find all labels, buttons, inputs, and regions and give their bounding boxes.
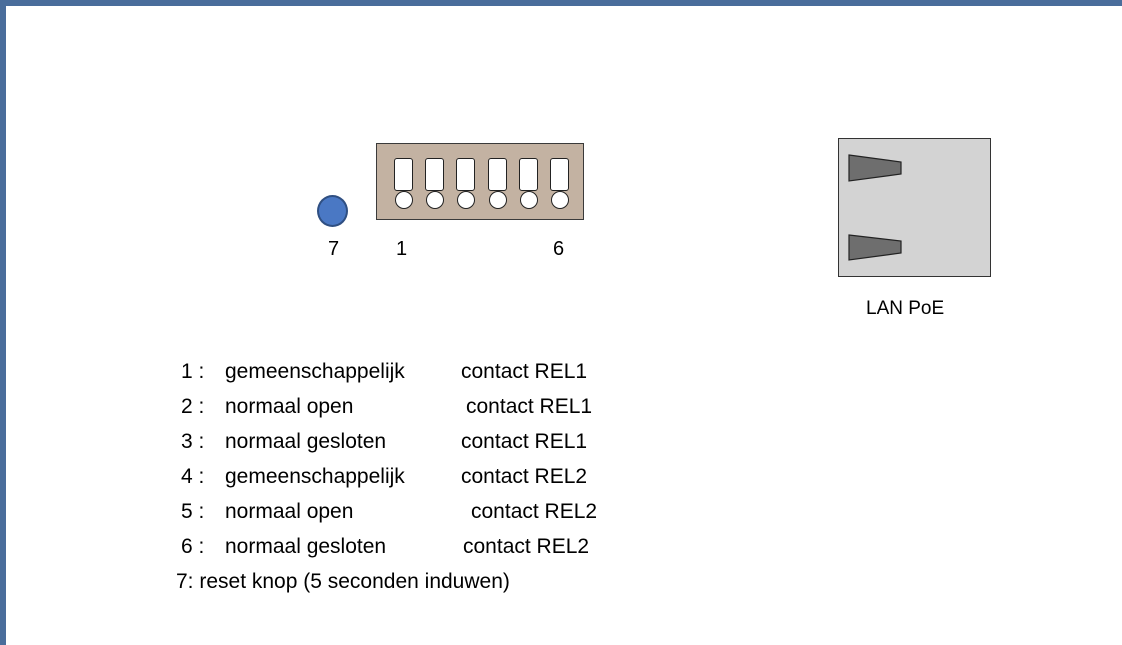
- legend-description: normaal open: [225, 500, 354, 523]
- legend-number: 1 :: [181, 360, 205, 383]
- legend-contact: contact REL1: [461, 430, 588, 453]
- lan-poe-label: LAN PoE: [866, 298, 945, 319]
- lan-latch-top: [848, 154, 902, 182]
- pin-screw: [457, 191, 475, 209]
- pin-screw: [551, 191, 569, 209]
- pin-screw: [489, 191, 507, 209]
- legend-contact: contact REL2: [463, 535, 590, 558]
- legend-number: 6 :: [181, 535, 205, 558]
- pin-screw: [426, 191, 444, 209]
- pin-slot: [550, 158, 569, 191]
- reset-pin-label: 7: [328, 238, 340, 260]
- pin-slot: [394, 158, 413, 191]
- legend-description: normaal gesloten: [225, 430, 387, 453]
- legend-description: normaal open: [225, 395, 354, 418]
- first-pin-label: 1: [396, 238, 408, 260]
- pin-slot: [488, 158, 507, 191]
- legend-number: 5 :: [181, 500, 205, 523]
- pin-slot: [519, 158, 538, 191]
- legend-contact: contact REL2: [461, 465, 588, 488]
- legend-contact: contact REL1: [466, 395, 593, 418]
- legend-number: 4 :: [181, 465, 205, 488]
- pin-screw: [395, 191, 413, 209]
- legend-description: gemeenschappelijk: [225, 360, 405, 383]
- lan-poe-port: [838, 138, 991, 277]
- legend-description: normaal gesloten: [225, 535, 387, 558]
- legend-number: 2 :: [181, 395, 205, 418]
- legend-contact: contact REL2: [471, 500, 598, 523]
- legend-description: gemeenschappelijk: [225, 465, 405, 488]
- reset-button[interactable]: [317, 195, 348, 227]
- legend-number: 3 :: [181, 430, 205, 453]
- lan-latch-bottom: [848, 234, 902, 261]
- pin-screw: [520, 191, 538, 209]
- last-pin-label: 6: [553, 238, 565, 260]
- lan-port-graphic: [848, 154, 902, 261]
- legend-contact: contact REL1: [461, 360, 588, 383]
- reset-note: 7: reset knop (5 seconden induwen): [176, 570, 510, 593]
- pin-slot: [456, 158, 475, 191]
- terminal-connector: [376, 143, 584, 220]
- pin-slot: [425, 158, 444, 191]
